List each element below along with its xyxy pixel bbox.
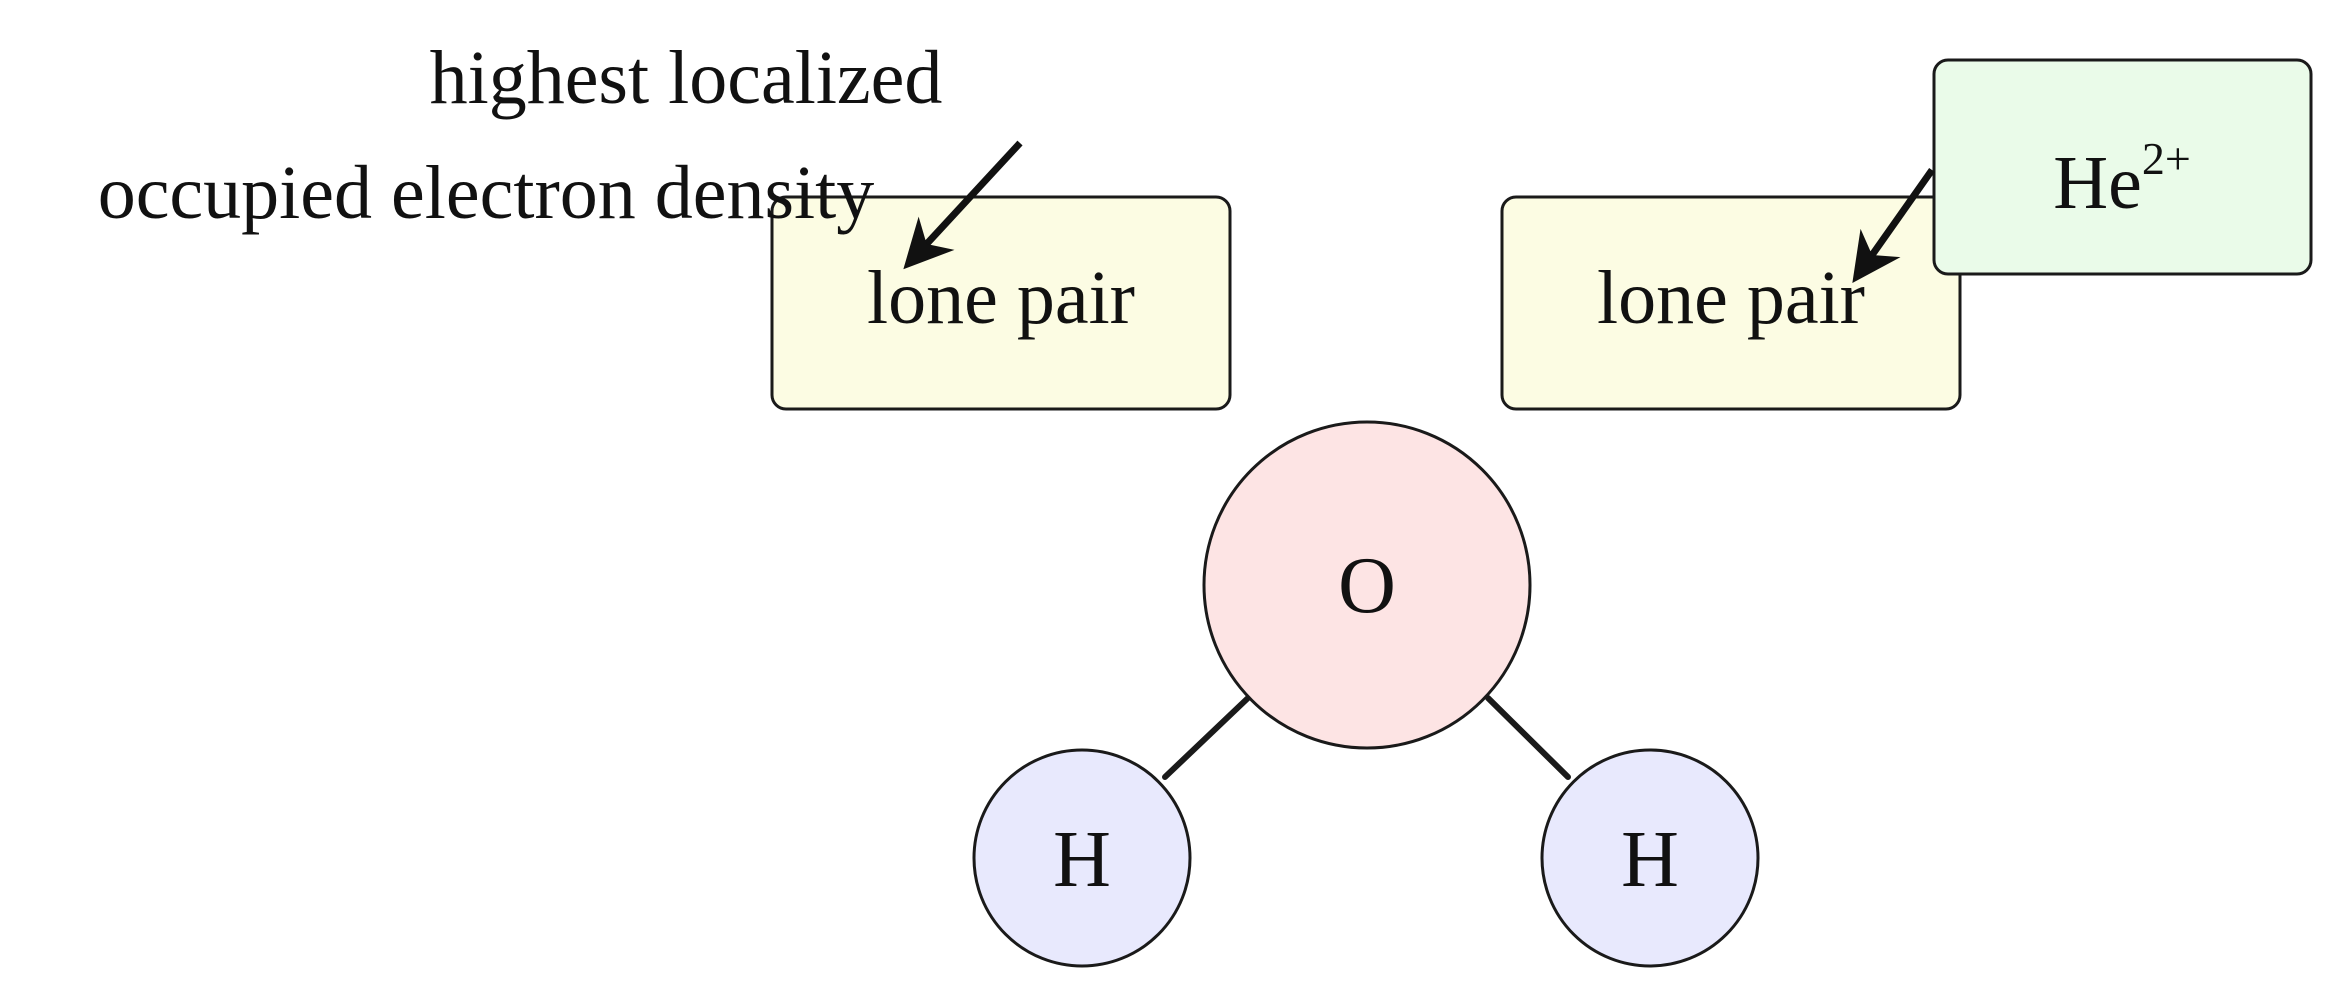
- helium-ion-label: He2+: [2053, 133, 2191, 225]
- oxygen-atom: O: [1202, 420, 1532, 750]
- hydrogen-atom-left: H: [972, 748, 1192, 968]
- annotation-arrow: [903, 140, 1023, 270]
- helium-ion-box: [1932, 58, 2313, 276]
- lone-pair-right-box: [1500, 195, 1962, 411]
- helium-ion-charge: 2+: [2142, 133, 2191, 184]
- hydrogen-atom-left-label: H: [1053, 816, 1111, 904]
- bond-o-h-left: [1162, 695, 1251, 780]
- oxygen-atom-circle: [1202, 420, 1532, 750]
- lone-pair-left-box: [770, 195, 1232, 411]
- lone-pair-left-label: lone pair: [867, 256, 1135, 340]
- oxygen-atom-label: O: [1338, 542, 1396, 630]
- hydrogen-atom-right-circle: [1540, 748, 1760, 968]
- lone-pair-left: lone pair: [770, 195, 1232, 411]
- hydrogen-atom-right: H: [1540, 748, 1760, 968]
- annotation-line-1: highest localized: [430, 36, 943, 120]
- hydrogen-atom-right-label: H: [1621, 816, 1679, 904]
- bond-o-h-right: [1485, 695, 1571, 780]
- lone-pair-right-label: lone pair: [1597, 256, 1865, 340]
- hydrogen-atom-left-circle: [972, 748, 1192, 968]
- annotation: highest localized occupied electron dens…: [98, 36, 943, 235]
- annotation-line-2: occupied electron density: [98, 151, 875, 235]
- helium-ion-symbol: He: [2053, 141, 2142, 225]
- helium-ion: He2+: [1932, 58, 2313, 276]
- helium-ion-arrow: [1852, 167, 1935, 284]
- lone-pair-right: lone pair: [1500, 195, 1962, 411]
